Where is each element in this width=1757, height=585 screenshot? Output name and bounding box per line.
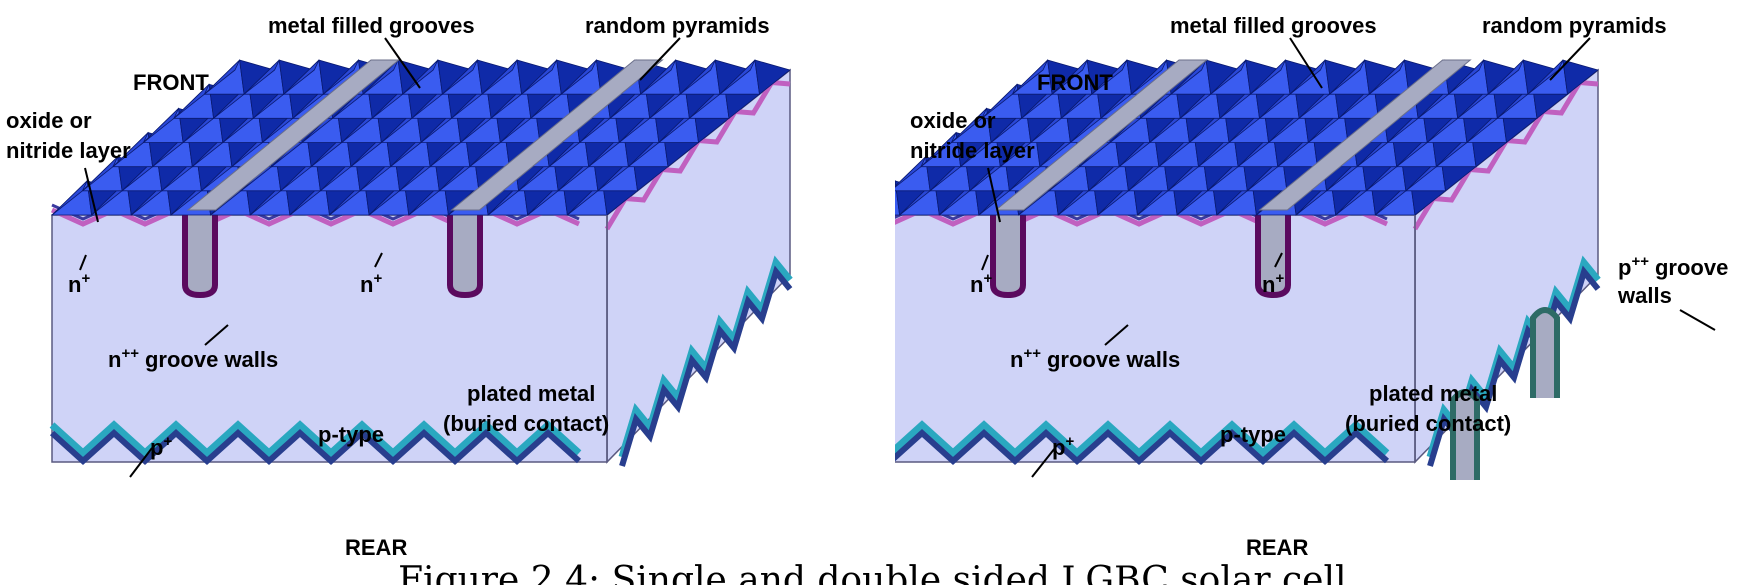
label-front: FRONT [133, 70, 209, 95]
label-p-type: p-type [1220, 422, 1286, 447]
pyramid-face [204, 59, 240, 95]
single-sided-cell [49, 59, 793, 467]
label-n-plus-mid: n+ [360, 270, 382, 297]
pyramid-face [981, 84, 1018, 119]
pyramid-face [323, 59, 359, 95]
label-n-pp-groove-walls: n++groove walls [108, 345, 278, 372]
label-random-pyramids: random pyramids [1482, 13, 1667, 38]
pyramid-face [1289, 59, 1326, 95]
pyramid-face [951, 108, 987, 143]
label-front: FRONT [1037, 70, 1113, 95]
pyramid-face [82, 156, 118, 192]
label-n-plus-left: n+ [970, 270, 992, 297]
label-oxide-line1: oxide or [910, 108, 996, 133]
groove-1 [182, 212, 218, 299]
label-metal-filled-grooves: metal filled grooves [1170, 13, 1377, 38]
label-plated-metal-line2: (buried contact) [443, 411, 609, 436]
pyramid-face [442, 59, 478, 95]
label-plated-metal-line2: (buried contact) [1345, 411, 1511, 436]
pyramid-face [640, 59, 676, 95]
pyramid-face [895, 180, 896, 183]
label-random-pyramids: random pyramids [585, 13, 770, 38]
pyramid-face [1051, 59, 1088, 95]
groove-2 [447, 212, 483, 299]
label-n-plus-left: n+ [68, 270, 90, 297]
label-p-type: p-type [318, 422, 384, 447]
label-plated-metal-line1: plated metal [1369, 381, 1497, 406]
rear-contact [895, 428, 1390, 466]
pyramid-face [895, 156, 926, 188]
double-sided-cell [895, 59, 1601, 480]
pyramid-face [243, 59, 280, 95]
pyramid-face [1250, 59, 1286, 95]
label-p-pp-groove: p++groove [1618, 253, 1728, 280]
rear-groove-1 [1450, 389, 1480, 480]
pyramid-face [362, 59, 399, 95]
label-rear: REAR [1246, 535, 1308, 560]
pyramid-face [1012, 59, 1048, 95]
metal-finger-2 [450, 59, 664, 211]
pyramid-face [1527, 59, 1564, 95]
groove-2 [1255, 212, 1291, 299]
rear-p-plus [49, 420, 582, 458]
pyramid-face [561, 59, 597, 95]
pyramid-face [754, 59, 791, 95]
metal-finger-1 [994, 59, 1209, 211]
label-p-pp-walls: walls [1617, 283, 1672, 308]
pyramid-face [1562, 59, 1599, 95]
pyramid-face [173, 84, 210, 119]
label-rear: REAR [345, 535, 407, 560]
pyramid-face [1329, 59, 1366, 95]
rear-contact [49, 428, 582, 466]
label-oxide-line2: nitride layer [6, 138, 131, 163]
cell-overlay [994, 59, 1560, 480]
pyramid-face [1131, 59, 1167, 95]
rear-side-navy [619, 265, 793, 467]
label-p-plus: p+ [1052, 433, 1074, 460]
pyramid-face [143, 108, 179, 143]
pyramid-face [402, 59, 439, 95]
pyramid-face [481, 59, 518, 95]
rear-p-plus [895, 420, 1390, 458]
label-plated-metal-line1: plated metal [467, 381, 595, 406]
front-face [895, 214, 1416, 463]
pyramid-face [719, 59, 756, 95]
labels-left: metal filled grooves random pyramids FRO… [6, 13, 770, 560]
pyramid-face [51, 180, 88, 216]
pyramid-face [1210, 59, 1247, 95]
pyramid-texture [895, 59, 1599, 216]
pyramid-face [1487, 59, 1524, 95]
leader-lines-right [981, 37, 1716, 478]
pyramid-face [521, 59, 558, 95]
cell-overlay [186, 59, 664, 462]
label-n-pp-groove-walls: n++groove walls [1010, 345, 1180, 372]
label-metal-filled-grooves: metal filled grooves [268, 13, 475, 38]
label-oxide-line1: oxide or [6, 108, 92, 133]
label-n-plus-mid: n+ [1262, 270, 1284, 297]
pyramid-face [1091, 59, 1128, 95]
metal-finger-2 [1258, 59, 1472, 211]
figure-caption: Figure 2.4: Single and double sided LGBC… [398, 560, 1358, 585]
label-oxide-line2: nitride layer [910, 138, 1035, 163]
pyramid-face [112, 132, 149, 168]
labels-right: metal filled grooves random pyramids FRO… [910, 13, 1728, 560]
pyramid-face [920, 132, 957, 168]
pyramid-face [679, 59, 716, 95]
pyramid-face [1448, 59, 1484, 95]
pyramid-face [1369, 59, 1405, 95]
pyramid-face [1170, 59, 1207, 95]
leader-lines-left [79, 37, 681, 478]
rear-groove-2 [1530, 307, 1560, 398]
label-p-plus: p+ [150, 433, 172, 460]
groove-1 [990, 212, 1026, 299]
pyramid-face [895, 180, 901, 216]
metal-finger-1 [186, 59, 401, 211]
pyramid-face [283, 59, 320, 95]
